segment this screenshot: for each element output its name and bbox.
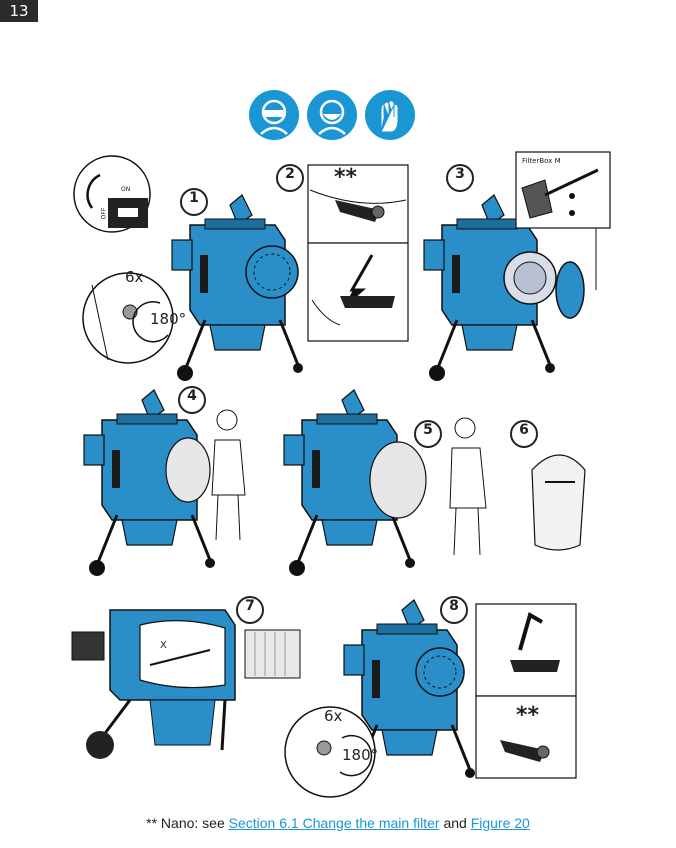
turns-label-8: 6x (324, 707, 343, 725)
dust-mask-icon (307, 90, 357, 140)
nano-marker-2: ** (334, 165, 358, 190)
page-number: 13 (0, 0, 38, 22)
step2-top-panel (307, 164, 409, 244)
nano-marker-8: ** (516, 703, 540, 728)
step-7-label: 7 (236, 596, 264, 624)
step-8-label: 8 (440, 596, 468, 624)
step-5-label: 5 (414, 420, 442, 448)
on-label: ON (121, 186, 131, 193)
waste-bag (531, 454, 586, 551)
face-shield-icon (249, 90, 299, 140)
step-3-label: 3 (446, 164, 474, 192)
footer-middle: and (443, 815, 467, 831)
step-2-label: 2 (276, 164, 304, 192)
step-4-label: 4 (178, 386, 206, 414)
figure-20-link[interactable]: Figure 20 (470, 815, 530, 831)
section-6-1-link[interactable]: Section 6.1 Change the main filter (228, 815, 440, 831)
footer-note: ** Nano: see Section 6.1 Change the main… (0, 815, 676, 831)
angle-label-1: 180° (150, 310, 187, 328)
off-label: OFF (100, 207, 108, 220)
step8-top-panel (475, 603, 577, 697)
gloves-icon (365, 90, 415, 140)
footer-prefix: ** Nano: see (146, 815, 225, 831)
x-mark: X (160, 640, 167, 651)
step8-bottom-panel (475, 695, 577, 779)
step-6-label: 6 (510, 420, 538, 448)
step-1-label: 1 (180, 188, 208, 216)
turns-label-1: 6x (125, 268, 144, 286)
filterbox-label: FilterBox M (522, 157, 561, 165)
angle-label-8: 180° (342, 746, 379, 764)
